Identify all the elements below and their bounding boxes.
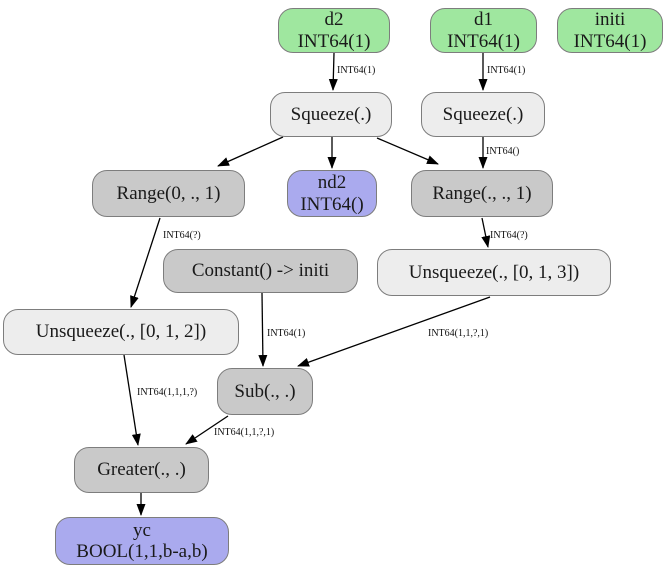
- node-sub: Sub(., .): [217, 368, 313, 415]
- node-initi: initi INT64(1): [557, 8, 663, 53]
- edge-label-rangeright-unsqueeze: INT64(?): [490, 230, 528, 241]
- edge-squeezeleft-rangeleft: [217, 136, 284, 167]
- edge-unsqueeze013-sub: [297, 296, 491, 367]
- node-unsqueeze-013-label: Unsqueeze(., [0, 1, 3]): [408, 261, 580, 283]
- node-squeeze-left: Squeeze(.): [270, 92, 392, 137]
- edge-label-constant-sub: INT64(1): [267, 328, 305, 339]
- node-squeeze-right-label: Squeeze(.): [442, 103, 524, 125]
- node-range-right: Range(., ., 1): [411, 170, 553, 217]
- edge-label-d2-squeeze: INT64(1): [337, 65, 375, 76]
- node-unsqueeze-012: Unsqueeze(., [0, 1, 2]): [3, 309, 239, 355]
- edge-label-rangeleft-unsqueeze: INT64(?): [163, 230, 201, 241]
- node-nd2-label: nd2 INT64(): [300, 172, 364, 215]
- node-range-right-label: Range(., ., 1): [432, 182, 532, 204]
- node-squeeze-right: Squeeze(.): [421, 92, 545, 137]
- node-d2-label: d2 INT64(1): [297, 9, 371, 52]
- node-squeeze-left-label: Squeeze(.): [290, 103, 372, 125]
- edge-rangeright-unsqueeze013: [481, 217, 491, 248]
- edge-unsqueeze012-greater: [123, 354, 141, 446]
- edge-constant-sub: [258, 292, 268, 367]
- edge-label-sub-greater: INT64(1,1,?,1): [214, 427, 274, 438]
- edge-rangeleft-unsqueeze012: [130, 217, 161, 308]
- node-range-left: Range(0, ., 1): [92, 170, 245, 217]
- node-unsqueeze-012-label: Unsqueeze(., [0, 1, 2]): [35, 321, 207, 343]
- node-range-left-label: Range(0, ., 1): [116, 182, 221, 204]
- edge-d2-squeeze: [328, 52, 338, 91]
- node-d1: d1 INT64(1): [430, 8, 537, 53]
- node-constant: Constant() -> initi: [163, 249, 358, 293]
- edge-label-unsqueeze013-sub: INT64(1,1,?,1): [428, 328, 488, 339]
- edge-squeezeleft-rangeright: [376, 137, 439, 165]
- node-greater-label: Greater(., .): [97, 459, 186, 481]
- node-initi-label: initi INT64(1): [573, 9, 647, 52]
- node-d1-label: d1 INT64(1): [447, 9, 520, 52]
- node-yc: yc BOOL(1,1,b-a,b): [55, 517, 229, 565]
- node-yc-label: yc BOOL(1,1,b-a,b): [76, 519, 208, 562]
- edge-sub-greater: [185, 415, 229, 445]
- node-sub-label: Sub(., .): [234, 380, 296, 402]
- edge-label-d1-squeeze: INT64(1): [487, 65, 525, 76]
- edge-label-unsqueeze012-greater: INT64(1,1,1,?): [137, 387, 197, 398]
- node-greater: Greater(., .): [74, 447, 209, 493]
- node-d2: d2 INT64(1): [278, 8, 390, 53]
- node-constant-label: Constant() -> initi: [191, 260, 330, 282]
- node-nd2: nd2 INT64(): [287, 170, 377, 217]
- edge-label-squeeze-range: INT64(): [486, 146, 519, 157]
- node-unsqueeze-013: Unsqueeze(., [0, 1, 3]): [377, 249, 611, 296]
